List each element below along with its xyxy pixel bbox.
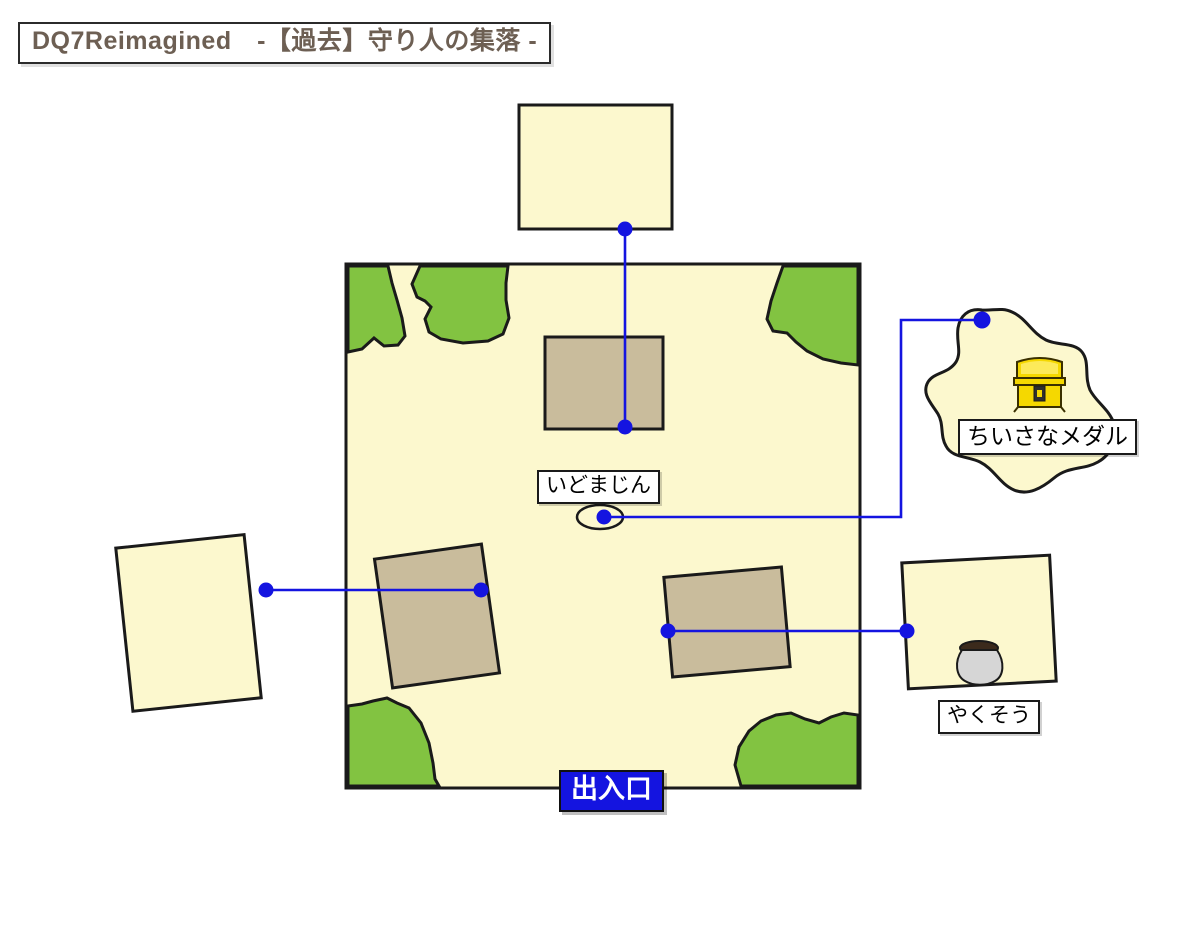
node-room-top[interactable] xyxy=(617,221,633,237)
pot-icon[interactable] xyxy=(956,640,1004,686)
label-idomajin: いどまじん xyxy=(537,470,660,505)
node-building-left[interactable] xyxy=(473,582,489,598)
building-left[interactable] xyxy=(372,542,502,690)
interior-rooms xyxy=(114,103,1058,713)
node-well[interactable] xyxy=(596,509,612,525)
grass-bottom-right xyxy=(733,711,860,788)
building-top-center[interactable] xyxy=(543,335,665,431)
grass-top-left-2 xyxy=(410,264,511,345)
village-buildings xyxy=(372,335,792,690)
node-medal-cave[interactable] xyxy=(973,311,991,329)
building-right[interactable] xyxy=(662,565,792,679)
node-building-top[interactable] xyxy=(617,419,633,435)
node-room-left[interactable] xyxy=(258,582,274,598)
grass-bottom-left xyxy=(346,696,442,788)
grass-top-left xyxy=(346,264,407,354)
connection-nodes xyxy=(258,221,991,639)
grass-patches xyxy=(346,264,860,788)
treasure-chest-icon[interactable] xyxy=(1013,357,1066,413)
node-building-right[interactable] xyxy=(660,623,676,639)
label-entrance[interactable]: 出入口 xyxy=(559,770,664,813)
label-yakusou: やくそう xyxy=(938,700,1040,735)
page-title: DQ7Reimagined -【過去】守り人の集落 - xyxy=(32,27,538,55)
room-left[interactable] xyxy=(114,533,263,713)
room-top[interactable] xyxy=(517,103,674,231)
label-small-medal: ちいさなメダル xyxy=(958,419,1137,456)
page-title-box: DQ7Reimagined -【過去】守り人の集落 - xyxy=(18,22,552,64)
grass-top-right xyxy=(765,264,860,367)
connector-well-to-medal[interactable] xyxy=(604,318,982,519)
node-room-yakusou[interactable] xyxy=(899,623,915,639)
connectors xyxy=(266,229,982,633)
